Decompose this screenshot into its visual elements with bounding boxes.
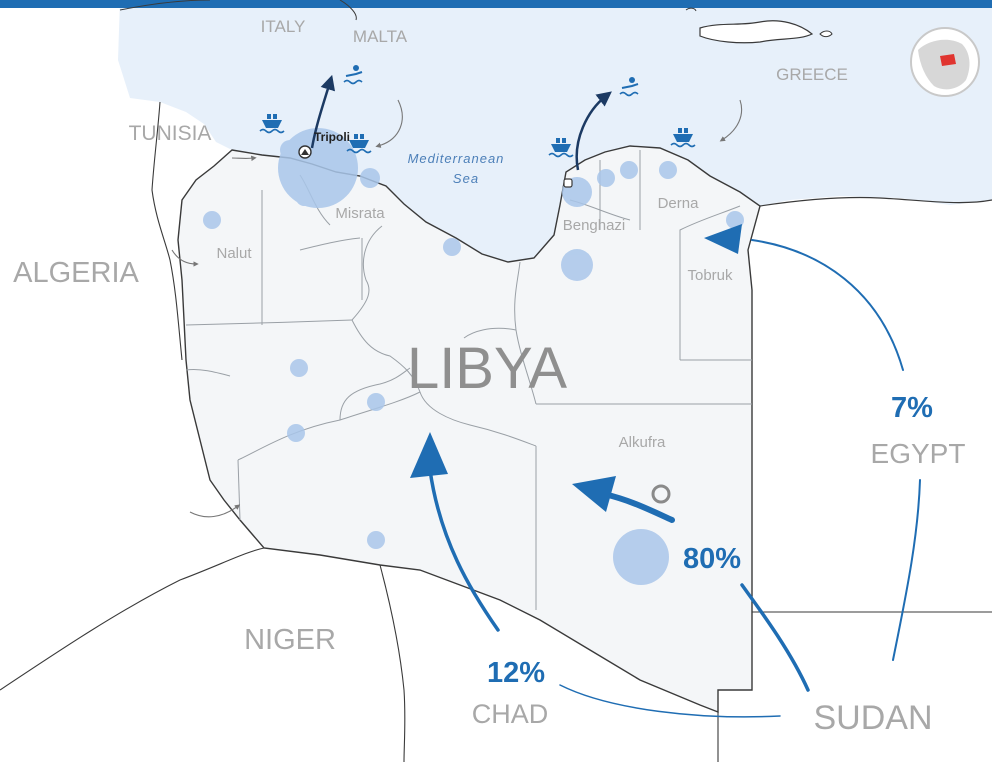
country-label-malta: MALTA (353, 27, 408, 46)
bubble (290, 359, 308, 377)
bubble (296, 190, 312, 206)
bubble (597, 169, 615, 187)
flow-sudan-arrowhead-shaft (601, 491, 675, 523)
ship-icon (548, 138, 574, 158)
flow-pct-egypt: 7% (891, 392, 933, 424)
flow-sudan-arrow (740, 583, 810, 692)
refugee-camp-icon (298, 145, 312, 159)
greek-islet (819, 30, 833, 38)
bubble (367, 531, 385, 549)
major-flow-arrows (428, 239, 921, 718)
labels: ITALY MALTA GREECE TUNISIA ALGERIA NIGER… (13, 17, 965, 737)
city-label-derna: Derna (658, 195, 700, 212)
district-borders (185, 150, 752, 610)
country-label-greece: GREECE (776, 65, 848, 84)
bubble (659, 161, 677, 179)
country-label-chad: CHAD (472, 699, 549, 729)
country-label-niger: NIGER (244, 624, 336, 656)
niger-chad-border (379, 564, 406, 762)
bubble (321, 151, 339, 169)
city-label-tobruk: Tobruk (687, 267, 733, 284)
bubble (620, 161, 638, 179)
ship-icon (346, 134, 372, 154)
greek-islet (685, 7, 697, 12)
sicily-coast (339, 0, 357, 21)
sea-departure-arrow-tripoli (310, 74, 336, 149)
bubble (203, 211, 221, 229)
minor-flow-arrows (171, 99, 743, 518)
arrowhead-chad (410, 432, 448, 478)
swimmer-icon (343, 65, 363, 85)
city-label-nalut: Nalut (216, 245, 252, 262)
bubble (726, 211, 744, 229)
displacement-bubbles (203, 128, 744, 585)
bubble (360, 168, 380, 188)
flow-pct-sudan: 80% (683, 543, 741, 575)
arrowhead-egypt (704, 224, 742, 254)
egypt-coast (759, 196, 992, 207)
city-label-tripoli: Tripoli (314, 130, 350, 144)
algeria-niger-border (0, 547, 265, 691)
location-ring (651, 484, 671, 504)
country-label-tunisia: TUNISIA (129, 122, 212, 145)
benghazi-marker (563, 178, 573, 188)
swimmer-icon (619, 77, 639, 97)
arrowhead-sudan (572, 476, 616, 512)
country-label-sudan: SUDAN (813, 699, 932, 737)
bubble-alkufra (613, 529, 669, 585)
ship-icon (670, 128, 696, 148)
country-label-algeria: ALGERIA (13, 257, 139, 289)
flow-egypt-arrow (751, 239, 904, 371)
city-label-benghazi: Benghazi (563, 217, 626, 234)
sea-label-line2: Sea (453, 171, 479, 186)
flow-pct-chad: 12% (487, 657, 545, 689)
flow-chad-arrow (428, 468, 500, 632)
italy-coast (119, 0, 211, 11)
sea-departure-arrow-benghazi (575, 91, 612, 171)
flow-sudan-chad-line (559, 684, 781, 718)
bubble (287, 424, 305, 442)
bubble (367, 393, 385, 411)
country-label-libya: LIBYA (407, 336, 567, 401)
city-label-alkufra: Alkufra (619, 434, 666, 451)
bubble (280, 140, 300, 160)
city-label-misrata: Misrata (335, 205, 385, 222)
header-bar (0, 0, 992, 8)
flow-egypt-line (892, 479, 921, 661)
libya-territory (177, 145, 761, 714)
tunisia-algeria-border (151, 101, 183, 361)
globe-locator-icon (910, 27, 980, 97)
ship-icon (259, 114, 285, 134)
mediterranean-sea (118, 0, 992, 262)
bubble (561, 249, 593, 281)
crete-island (699, 20, 814, 44)
country-label-egypt: EGYPT (871, 438, 966, 469)
sea-label-line1: Mediterranean (408, 151, 505, 166)
country-label-italy: ITALY (261, 17, 306, 36)
bubble (443, 238, 461, 256)
